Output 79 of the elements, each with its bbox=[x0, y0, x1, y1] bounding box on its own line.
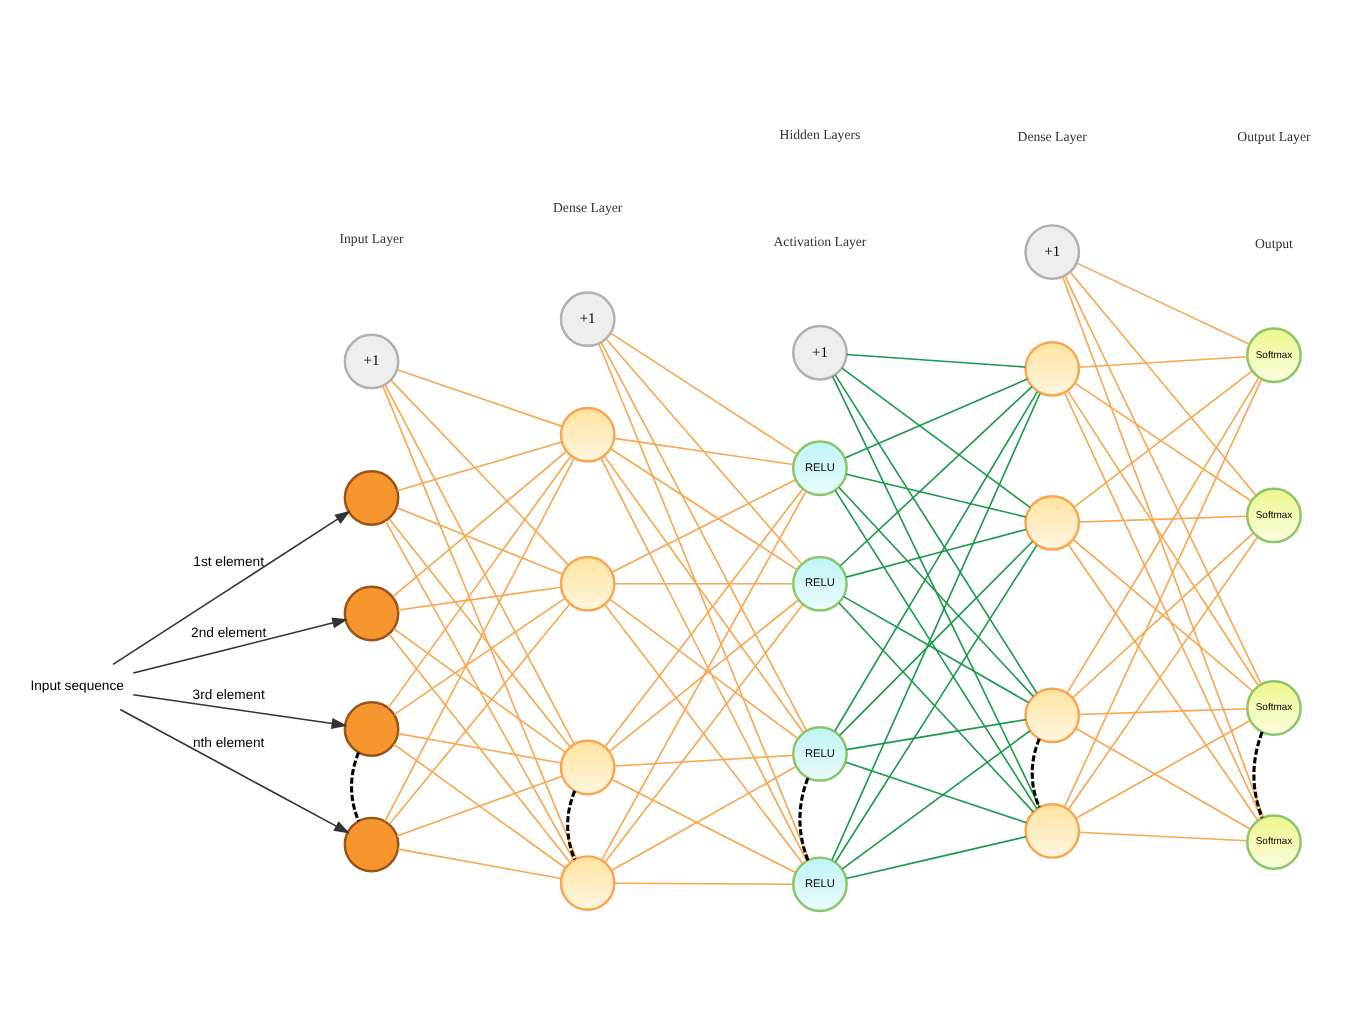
node-circle bbox=[343, 585, 400, 642]
connector bbox=[1252, 731, 1264, 819]
arrow bbox=[132, 617, 348, 674]
connector bbox=[387, 455, 572, 709]
connector bbox=[396, 441, 563, 492]
connector bbox=[841, 729, 1031, 870]
connector bbox=[1064, 275, 1263, 686]
node-circle bbox=[559, 555, 616, 612]
connector bbox=[838, 601, 1035, 813]
node-circle bbox=[1024, 494, 1081, 551]
connector bbox=[382, 385, 578, 860]
connector bbox=[603, 455, 805, 734]
connector bbox=[845, 473, 1027, 518]
node-circle bbox=[559, 406, 616, 463]
connector bbox=[598, 342, 810, 861]
connector bbox=[844, 378, 1029, 459]
connector bbox=[798, 777, 810, 861]
connector bbox=[838, 540, 1034, 737]
arrow bbox=[112, 510, 351, 666]
connector bbox=[390, 379, 570, 566]
connector bbox=[845, 835, 1027, 880]
arrow bbox=[132, 693, 348, 729]
node-circle bbox=[1024, 340, 1081, 397]
connector bbox=[396, 369, 563, 428]
connector bbox=[834, 374, 1038, 694]
connector bbox=[1069, 271, 1257, 497]
connector bbox=[1078, 355, 1248, 369]
connector bbox=[392, 627, 567, 754]
connector bbox=[388, 517, 572, 748]
connector bbox=[610, 479, 797, 574]
node-circle bbox=[343, 816, 400, 873]
connector bbox=[392, 450, 568, 598]
connector bbox=[603, 488, 804, 748]
connector bbox=[834, 544, 1038, 864]
node-circle bbox=[1024, 802, 1081, 859]
connector bbox=[613, 582, 794, 585]
connector bbox=[392, 743, 567, 869]
connector bbox=[388, 603, 571, 825]
connector bbox=[384, 520, 575, 862]
connector bbox=[609, 332, 798, 455]
connector bbox=[1061, 276, 1265, 819]
node-circle bbox=[1024, 687, 1081, 744]
connector bbox=[397, 848, 562, 880]
connector bbox=[842, 595, 1030, 704]
connector bbox=[600, 341, 808, 732]
connector bbox=[1076, 262, 1251, 346]
connector bbox=[845, 718, 1027, 751]
connector bbox=[834, 489, 1038, 810]
connector bbox=[397, 586, 562, 611]
node-circle bbox=[559, 739, 616, 796]
connector bbox=[384, 457, 575, 823]
connector bbox=[613, 754, 794, 767]
connector bbox=[566, 790, 577, 861]
connector bbox=[838, 486, 1035, 698]
connector bbox=[609, 447, 798, 571]
node-circle bbox=[343, 701, 400, 757]
connector bbox=[605, 338, 803, 565]
connector bbox=[845, 353, 1027, 368]
connector bbox=[841, 367, 1031, 509]
connector bbox=[1078, 708, 1248, 716]
connector bbox=[396, 775, 563, 837]
node-circle bbox=[559, 855, 616, 912]
connector bbox=[1030, 738, 1041, 808]
connector bbox=[384, 384, 576, 746]
connector bbox=[839, 385, 1033, 567]
connector bbox=[396, 506, 564, 575]
connector bbox=[388, 633, 572, 864]
connector bbox=[397, 732, 562, 764]
connector bbox=[393, 597, 566, 716]
connector bbox=[845, 761, 1028, 824]
connector bbox=[349, 751, 361, 822]
connector bbox=[613, 437, 795, 466]
node-circle bbox=[343, 470, 400, 526]
connector bbox=[845, 528, 1027, 578]
connector bbox=[834, 390, 1039, 732]
connector bbox=[1078, 831, 1248, 842]
connector bbox=[1078, 515, 1248, 523]
connector bbox=[613, 882, 794, 885]
arrow bbox=[119, 708, 350, 834]
